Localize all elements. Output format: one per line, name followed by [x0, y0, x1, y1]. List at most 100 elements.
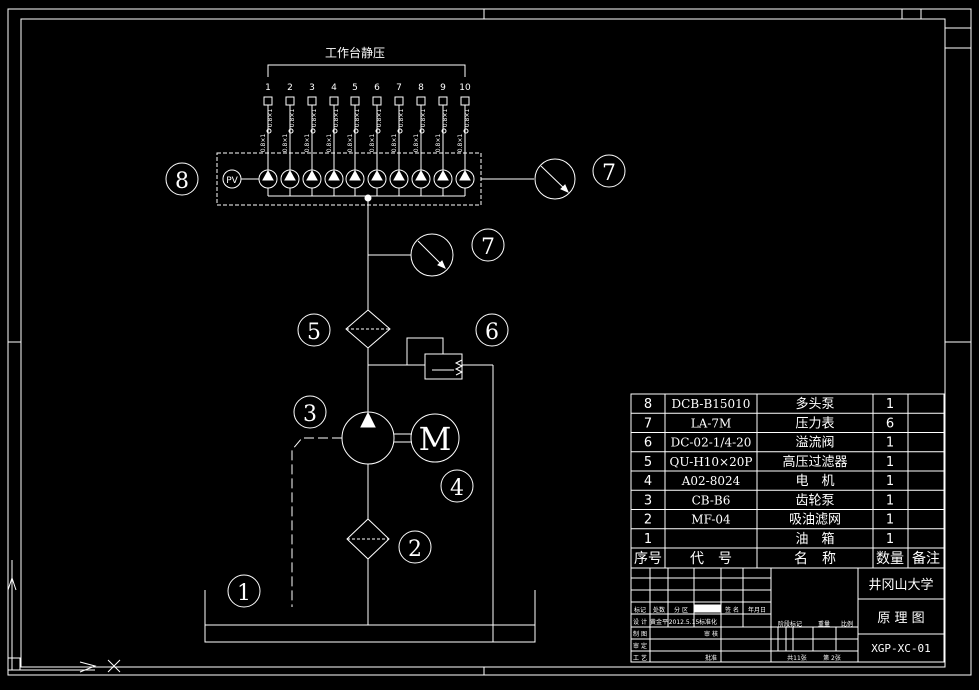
title-block: 井冈山大学 原 理 图 XGP-XC-01 标记 处数 分 区 签 名 年月日 … — [630, 567, 945, 663]
restrictor-label: 0.8×1 — [260, 134, 267, 153]
part-no: 5 — [644, 455, 652, 470]
restrictor-label: 0.8×1 — [435, 134, 442, 153]
station-7[interactable]: 70.8×10.8×1 — [389, 83, 409, 196]
restrictor-label: 0.8×1 — [354, 109, 361, 128]
stage-label: 阶段标记 — [778, 620, 802, 628]
callout-5: 5 — [297, 313, 331, 347]
motor-symbol-label: M — [419, 420, 452, 458]
drawing-name: 原 理 图 — [877, 611, 924, 626]
part-code: LA-7M — [691, 416, 732, 430]
standard-label: 标准化 — [699, 618, 717, 626]
callout-3-label: 3 — [303, 402, 317, 427]
part-code: A02-8024 — [681, 474, 741, 488]
callout-8: 8 — [165, 162, 199, 196]
gear-pump[interactable] — [291, 411, 412, 607]
part-no: 1 — [644, 532, 652, 547]
sheet-border — [7, 8, 972, 676]
orifice-icon — [266, 128, 272, 134]
station-1[interactable]: 1 0.8×10.8×1 — [258, 83, 278, 196]
restrictor-label: 0.8×1 — [442, 109, 449, 128]
station-5[interactable]: 50.8×10.8×1 — [345, 83, 365, 196]
callout-1-label: 1 — [237, 581, 251, 606]
part-qty: 1 — [886, 513, 894, 528]
header-name: 名 称 — [794, 551, 836, 567]
header-qty: 数量 — [876, 551, 904, 567]
orifice-icon — [441, 128, 447, 134]
callout-5-label: 5 — [307, 320, 321, 345]
bearing-pad — [307, 96, 317, 106]
part-name: 吸油滤网 — [789, 513, 841, 528]
station-number: 10 — [459, 83, 471, 93]
high-pressure-filter[interactable] — [345, 309, 391, 349]
part-code: DCB-B15010 — [672, 397, 751, 411]
bearing-pad — [372, 96, 382, 106]
oil-tank[interactable] — [204, 590, 536, 643]
restrictor-label: 0.8×1 — [464, 109, 471, 128]
process-label: 工 艺 — [633, 654, 647, 662]
check-label: 审 核 — [704, 630, 718, 638]
scale-label: 比例 — [841, 620, 853, 628]
header-code: 代 号 — [690, 551, 732, 567]
part-no: 6 — [644, 436, 652, 451]
station-number: 2 — [287, 83, 293, 93]
suction-strainer[interactable] — [346, 518, 390, 625]
station-number: 9 — [440, 83, 446, 93]
orifice-icon — [353, 128, 359, 134]
station-columns: 10.8×10.8×120.8×10.8×130.8×10.8×140.8×10… — [258, 83, 475, 196]
part-no: 8 — [644, 397, 652, 412]
station-group: 工作台静压 10.8×10.8×120.8×10.8×130.8×10.8×14… — [258, 45, 475, 196]
station-9[interactable]: 9 0.8×10.8×1 — [433, 83, 453, 196]
station-6[interactable]: 60.8×10.8×1 — [367, 83, 387, 196]
restrictor-label: 0.8×1 — [398, 109, 405, 128]
orifice-icon — [375, 128, 381, 134]
callout-4-label: 4 — [450, 476, 464, 501]
callout-2: 2 — [398, 530, 432, 564]
part-qty: 1 — [886, 493, 894, 508]
relief-valve[interactable] — [406, 337, 464, 380]
station-number: 6 — [374, 83, 380, 93]
header-note: 备注 — [912, 550, 940, 567]
row-sign: 签 名 — [725, 606, 739, 614]
part-qty: 1 — [886, 397, 894, 412]
station-8[interactable]: 80.8×10.8×1 — [411, 83, 431, 196]
ucs-icon — [7, 560, 121, 673]
row-count: 处数 — [653, 606, 665, 614]
pump-symbol-label: PV — [226, 176, 238, 186]
bearing-pad — [394, 96, 404, 106]
part-name: 电 机 — [795, 474, 834, 489]
restrictor-label: 0.8×1 — [347, 134, 354, 153]
orifice-icon — [288, 128, 294, 134]
part-no: 2 — [644, 513, 652, 528]
restrictor-label: 0.8×1 — [304, 134, 311, 153]
weight-label: 重量 — [818, 620, 830, 628]
approve-label: 审 定 — [633, 642, 647, 650]
station-4[interactable]: 40.8×10.8×1 — [324, 83, 344, 196]
station-number: 8 — [418, 83, 424, 93]
station-2[interactable]: 20.8×10.8×1 — [280, 83, 300, 196]
pressure-gauge-middle[interactable] — [410, 233, 454, 277]
batch-label: 批准 — [705, 654, 717, 662]
callout-2-label: 2 — [408, 537, 422, 562]
callout-7-top-label: 7 — [602, 161, 616, 186]
design-label: 设 计 — [633, 618, 647, 626]
pressure-gauge-top[interactable] — [481, 158, 576, 200]
station-number: 1 — [265, 83, 271, 93]
station-10[interactable]: 10 0.8×10.8×1 — [455, 83, 475, 196]
electric-motor[interactable]: M — [410, 413, 460, 463]
restrictor-label: 0.8×1 — [457, 134, 464, 153]
restrictor-label: 0.8×1 — [333, 109, 340, 128]
restrictor-label: 0.8×1 — [391, 134, 398, 153]
part-code: DC-02-1/4-20 — [671, 436, 752, 450]
restrictor-label: 0.8×1 — [267, 109, 274, 128]
header-no: 序号 — [634, 551, 662, 567]
station-3[interactable]: 30.8×10.8×1 — [302, 83, 322, 196]
row-mark: 标记 — [634, 606, 646, 614]
part-qty: 1 — [886, 455, 894, 470]
